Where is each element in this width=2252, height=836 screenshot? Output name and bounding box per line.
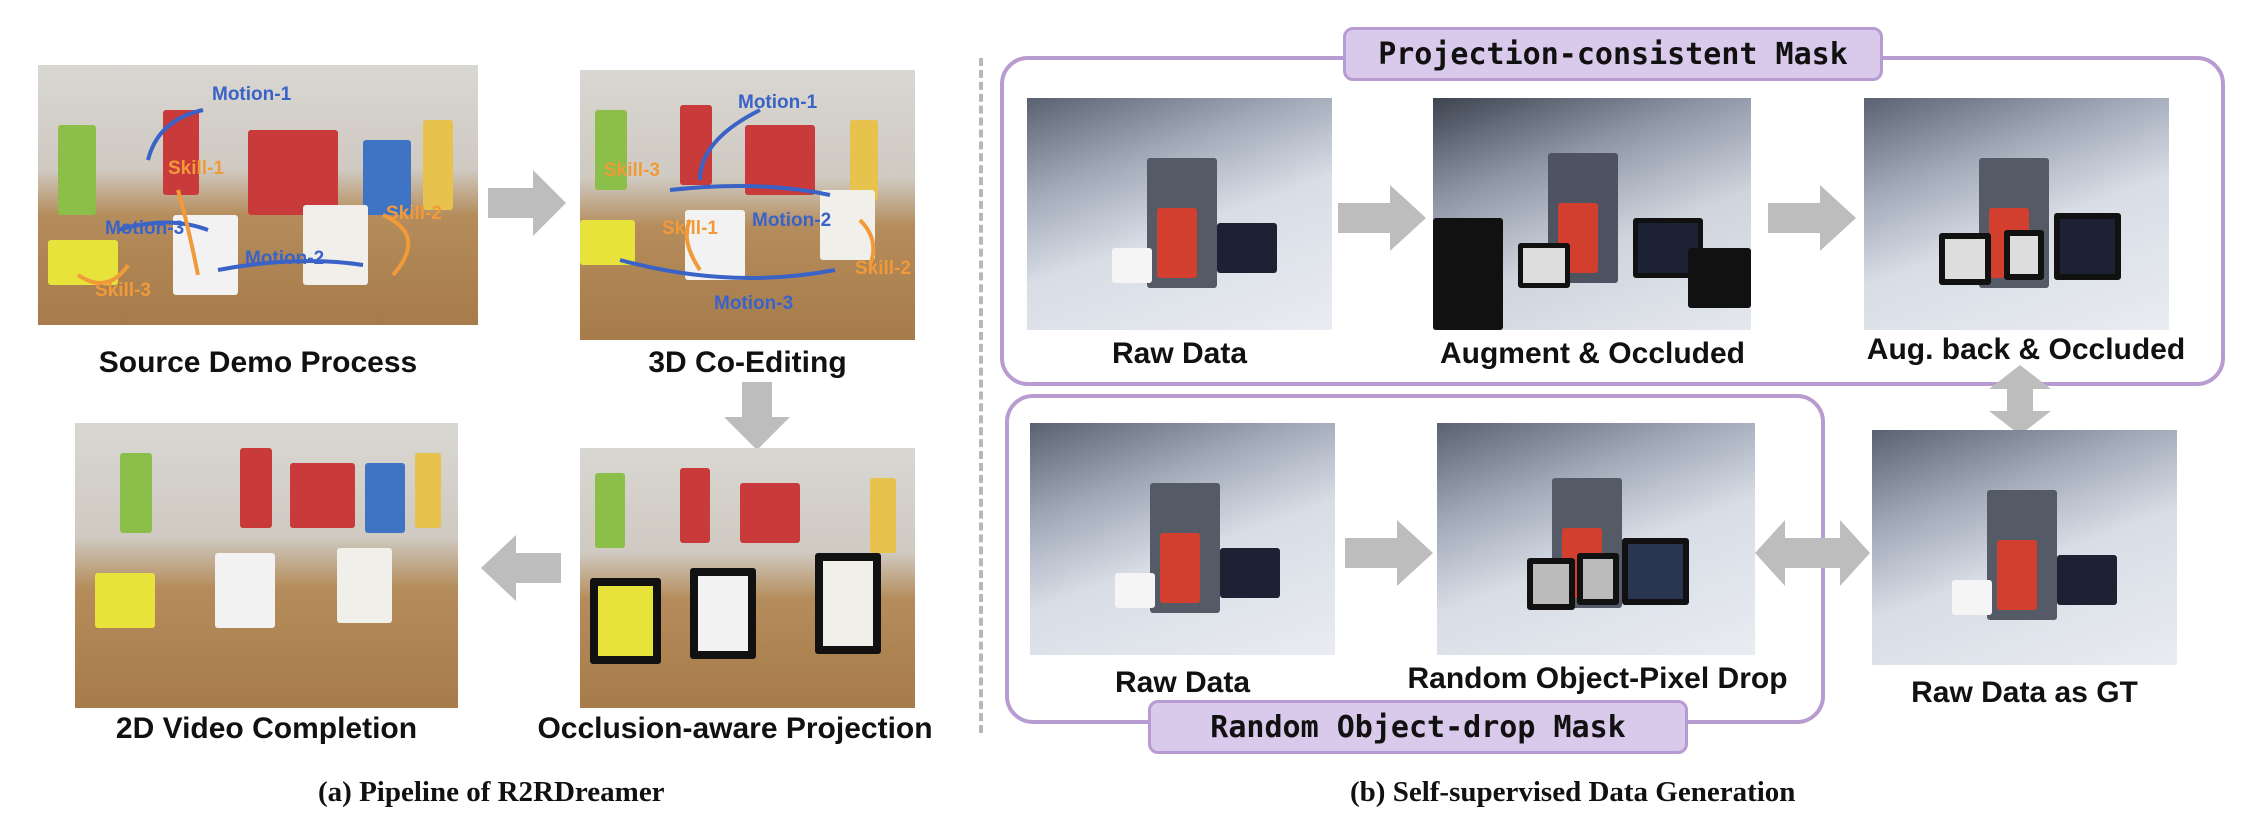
- row1-augback-caption: Aug. back & Occluded: [1866, 333, 2186, 366]
- projection-image: [580, 448, 915, 708]
- vertical-double-arrow-icon: [1989, 365, 2051, 435]
- completion-caption: 2D Video Completion: [115, 712, 418, 745]
- arrow-left-icon: [481, 535, 561, 601]
- source-motion-3-label: Motion-3: [105, 218, 185, 239]
- row1-augment-caption: Augment & Occluded: [1439, 337, 1746, 370]
- row2-raw-caption: Raw Data: [1114, 666, 1251, 699]
- row2-drop-caption: Random Object-Pixel Drop: [1407, 662, 1788, 695]
- coedit-skill-3-label: Skill-3: [604, 160, 660, 181]
- coedit-motion-arrows: [619, 108, 876, 280]
- arrow-right-icon: [488, 170, 566, 236]
- row1-augment-image: [1433, 98, 1751, 330]
- row2-gt-image: [1872, 430, 2177, 665]
- projection-caption: Occlusion-aware Projection: [537, 712, 933, 745]
- source-motion-arrows: [76, 108, 411, 285]
- coedit-skill-2-label: Skill-2: [855, 258, 911, 279]
- completion-image: [75, 423, 458, 708]
- row2-drop-image: [1437, 423, 1755, 655]
- panel-b-caption: (b) Self-supervised Data Generation: [1350, 776, 1796, 808]
- random-object-drop-pill: Random Object-drop Mask: [1148, 700, 1688, 754]
- source-skill-3-label: Skill-3: [95, 280, 151, 301]
- source-skill-1-label: Skill-1: [168, 158, 224, 179]
- horizontal-double-arrow-icon: [1755, 520, 1870, 586]
- panel-a-caption: (a) Pipeline of R2RDreamer: [318, 776, 665, 808]
- coedit-motion-2-label: Motion-2: [752, 210, 832, 231]
- row1-augback-image: [1864, 98, 2169, 330]
- row2-arrow-icon: [1345, 520, 1433, 586]
- coedit-skill-1-label: Skill-1: [662, 218, 718, 239]
- coedit-motion-1-label: Motion-1: [738, 92, 818, 113]
- panel-a: Motion-1 Skill-1 Motion-3 Skill-2 Motion…: [0, 0, 980, 836]
- source-motion-1-label: Motion-1: [212, 84, 292, 105]
- row1-raw-caption: Raw Data: [1111, 337, 1248, 370]
- row2-gt-caption: Raw Data as GT: [1911, 676, 2138, 709]
- arrow-down-icon: [724, 382, 790, 450]
- coedit-motion-3-label: Motion-3: [714, 293, 794, 314]
- source-demo-caption: Source Demo Process: [98, 346, 418, 379]
- coedit-caption: 3D Co-Editing: [648, 346, 847, 379]
- row2-raw-image: [1030, 423, 1335, 655]
- row1-raw-image: [1027, 98, 1332, 330]
- projection-consistent-pill: Projection-consistent Mask: [1343, 27, 1883, 81]
- row1-arrow-2-icon: [1768, 185, 1856, 251]
- source-skill-2-label: Skill-2: [386, 203, 442, 224]
- panel-divider: [979, 58, 983, 733]
- row1-arrow-1-icon: [1338, 185, 1426, 251]
- source-motion-2-label: Motion-2: [245, 248, 325, 269]
